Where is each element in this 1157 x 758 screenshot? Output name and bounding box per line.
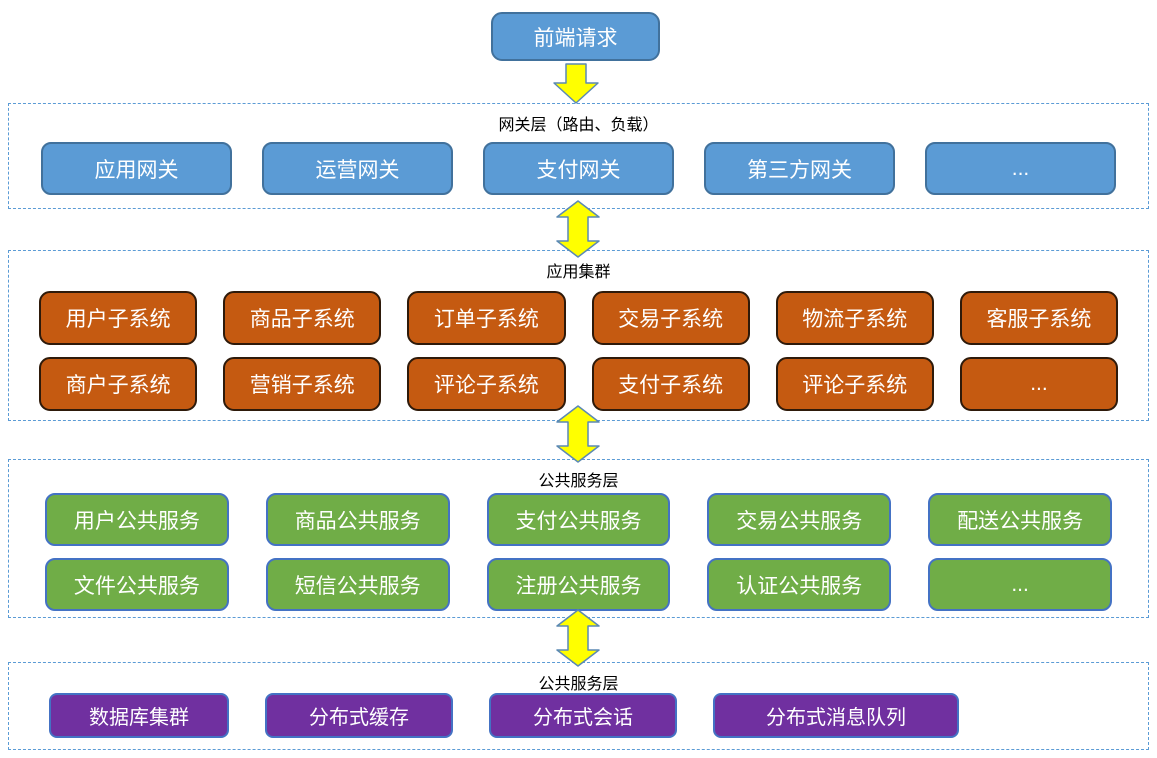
layer-app-cluster: 应用集群 用户子系统 商品子系统 订单子系统 交易子系统 物流子系统 客服子系统… [8, 250, 1149, 421]
layer-gateway-title: 网关层（路由、负载） [498, 117, 659, 134]
node-product-service: 商品公共服务 [265, 493, 450, 546]
public-services-row-2: 文件公共服务 短信公共服务 注册公共服务 认证公共服务 ... [9, 558, 1148, 611]
layer-public-services: 公共服务层 用户公共服务 商品公共服务 支付公共服务 交易公共服务 配送公共服务… [8, 459, 1149, 618]
node-order-subsystem: 订单子系统 [407, 291, 566, 345]
node-user-subsystem: 用户子系统 [39, 291, 198, 345]
node-service-subsystem: 客服子系统 [959, 291, 1119, 345]
frontend-request-node: 前端请求 [491, 12, 660, 61]
node-merchant-subsystem: 商户子系统 [39, 357, 198, 411]
frontend-request-label: 前端请求 [533, 26, 618, 50]
layer-app-cluster-title: 应用集群 [546, 264, 611, 281]
node-trade-subsystem: 交易子系统 [591, 291, 750, 345]
node-database-cluster: 数据库集群 [49, 693, 229, 738]
app-cluster-row-2: 商户子系统 营销子系统 评论子系统 支付子系统 评论子系统 ... [9, 357, 1148, 411]
public-services-row-1: 用户公共服务 商品公共服务 支付公共服务 交易公共服务 配送公共服务 [9, 493, 1148, 546]
down-arrow-icon [553, 63, 599, 104]
layer-data-title: 公共服务层 [538, 676, 619, 693]
node-register-service: 注册公共服务 [486, 558, 671, 611]
layer-gateway: 网关层（路由、负载） 应用网关 运营网关 支付网关 第三方网关 ... [8, 103, 1149, 209]
node-distributed-session: 分布式会话 [489, 693, 677, 738]
node-comment-subsystem-2: 评论子系统 [775, 357, 934, 411]
app-cluster-row-1: 用户子系统 商品子系统 订单子系统 交易子系统 物流子系统 客服子系统 [9, 291, 1148, 345]
node-payment-gateway: 支付网关 [483, 142, 674, 195]
node-delivery-service: 配送公共服务 [928, 493, 1112, 546]
node-subsystem-more: ... [959, 357, 1119, 411]
layer-public-services-title: 公共服务层 [538, 473, 619, 490]
double-arrow-icon [556, 200, 600, 258]
node-marketing-subsystem: 营销子系统 [223, 357, 382, 411]
node-gateway-more: ... [925, 142, 1116, 195]
node-file-service: 文件公共服务 [45, 558, 229, 611]
node-comment-subsystem: 评论子系统 [407, 357, 566, 411]
data-row: 数据库集群 分布式缓存 分布式会话 分布式消息队列 [9, 693, 1148, 738]
node-logistics-subsystem: 物流子系统 [775, 291, 934, 345]
node-thirdparty-gateway: 第三方网关 [704, 142, 895, 195]
node-app-gateway: 应用网关 [41, 142, 232, 195]
node-distributed-mq: 分布式消息队列 [713, 693, 959, 738]
node-payment-subsystem: 支付子系统 [591, 357, 750, 411]
node-trade-service: 交易公共服务 [707, 493, 892, 546]
node-ops-gateway: 运营网关 [262, 142, 453, 195]
node-sms-service: 短信公共服务 [265, 558, 450, 611]
double-arrow-icon [556, 609, 600, 667]
double-arrow-icon [556, 405, 600, 463]
node-payment-service: 支付公共服务 [486, 493, 671, 546]
node-distributed-cache: 分布式缓存 [265, 693, 453, 738]
layer-data: 公共服务层 数据库集群 分布式缓存 分布式会话 分布式消息队列 [8, 662, 1149, 750]
node-product-subsystem: 商品子系统 [223, 291, 382, 345]
gateway-row: 应用网关 运营网关 支付网关 第三方网关 ... [9, 142, 1148, 195]
node-user-service: 用户公共服务 [45, 493, 229, 546]
node-service-more: ... [928, 558, 1112, 611]
node-auth-service: 认证公共服务 [707, 558, 892, 611]
